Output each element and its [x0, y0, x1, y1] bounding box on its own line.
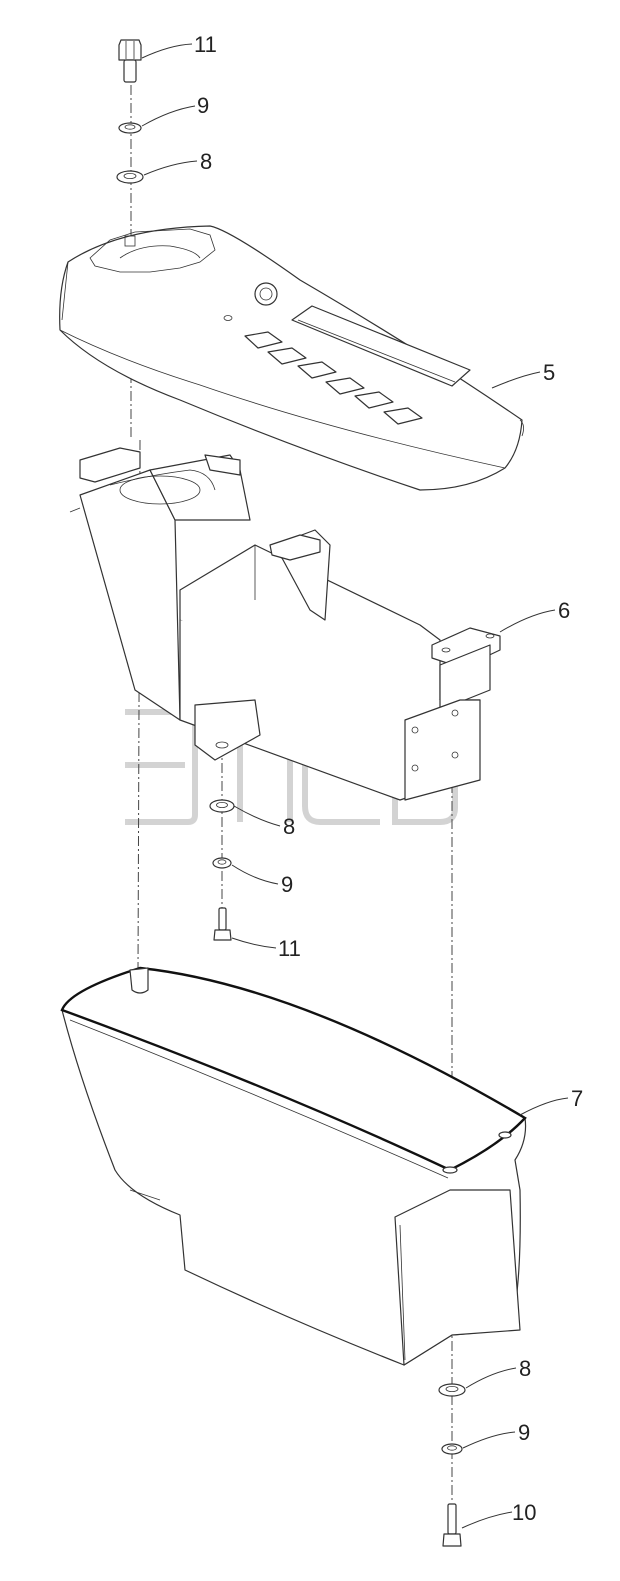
callout-8-bottom: 8: [519, 1356, 531, 1381]
callout-5: 5: [543, 360, 555, 385]
callout-7: 7: [571, 1086, 583, 1111]
leader-lines: [141, 43, 569, 1529]
frame-part-6: [69, 447, 501, 801]
spring-washer-top: [118, 122, 142, 134]
callout-11-top: 11: [194, 32, 217, 57]
callout-10: 10: [512, 1500, 536, 1525]
bolt-top: [118, 39, 142, 83]
lower-housing-part-7: [60, 966, 527, 1366]
top-cover-part-5: [59, 225, 524, 491]
flat-washer-bottom: [438, 1383, 466, 1397]
cover-button-slots: [244, 331, 423, 425]
spring-washer-mid: [212, 857, 232, 869]
callout-8-mid: 8: [283, 814, 295, 839]
bolt-mid: [213, 907, 232, 941]
flat-washer-top: [116, 170, 144, 184]
bolt-bottom: [442, 1503, 462, 1547]
flat-washer-mid: [209, 799, 235, 813]
spring-washer-bottom: [441, 1443, 463, 1455]
callout-9-mid: 9: [281, 872, 293, 897]
callout-9-top: 9: [197, 93, 209, 118]
callout-9-bottom: 9: [518, 1420, 530, 1445]
callout-11-mid: 11: [278, 936, 301, 961]
axis-line-left-lower: [137, 439, 141, 971]
callout-6: 6: [558, 598, 570, 623]
callout-8-top: 8: [200, 149, 212, 174]
